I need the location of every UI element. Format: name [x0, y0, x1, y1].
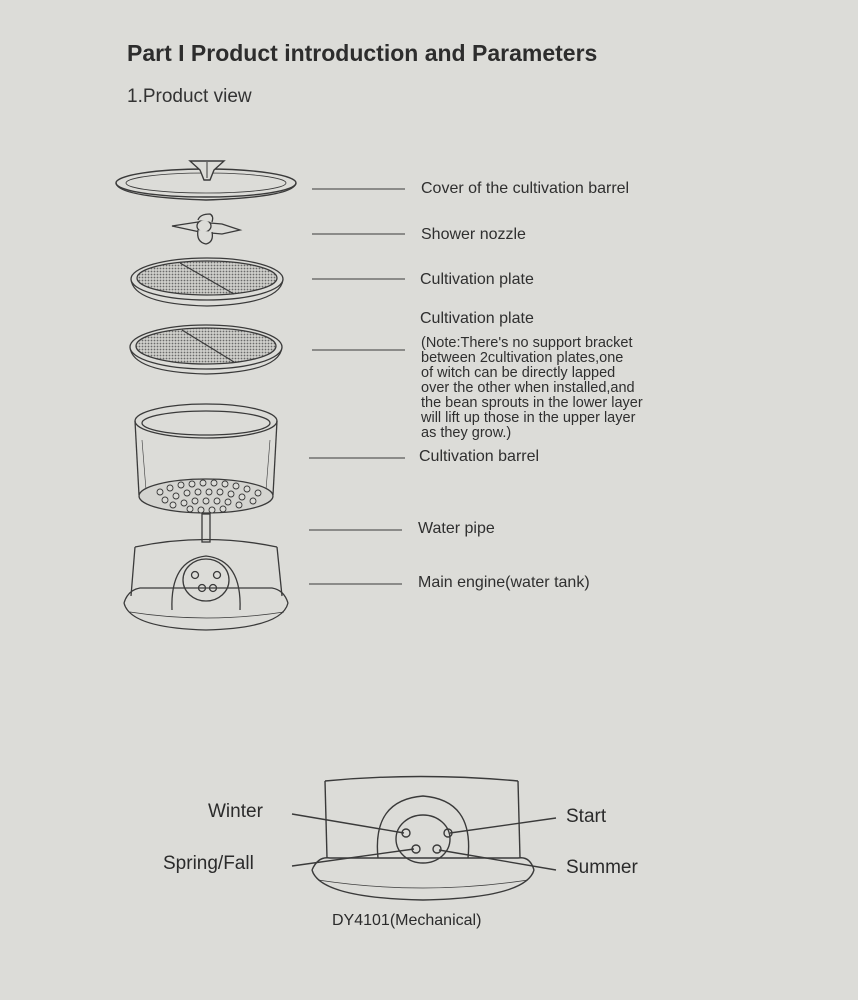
label-start: Start [566, 806, 607, 827]
note-line: of witch can be directly lapped [421, 365, 616, 381]
page-title: Part I Product introduction and Paramete… [127, 40, 598, 66]
note-line: the bean sprouts in the lower layer [421, 395, 643, 411]
note-line: (Note:There's no support bracket [421, 335, 633, 351]
control-panel-drawing [291, 775, 557, 901]
note-line: between 2cultivation plates,one [421, 350, 624, 366]
cover-drawing [115, 160, 297, 201]
label-cover: Cover of the cultivation barrel [421, 180, 630, 197]
label-cultivation-barrel: Cultivation barrel [419, 448, 540, 465]
section-heading: 1.Product view [127, 86, 252, 107]
leader-lines [309, 188, 405, 585]
pipe-drawing [201, 513, 211, 543]
label-winter: Winter [208, 801, 263, 822]
model-caption: DY4101(Mechanical) [332, 912, 482, 929]
engine-drawing [123, 538, 289, 631]
plate-1-drawing [130, 257, 284, 307]
note-line: will lift up those in the upper layer [421, 410, 636, 426]
label-shower-nozzle: Shower nozzle [421, 226, 526, 243]
label-cultivation-plate-2: Cultivation plate [420, 310, 534, 327]
plate-2-drawing [129, 324, 283, 375]
label-summer: Summer [566, 857, 638, 878]
label-main-engine: Main engine(water tank) [418, 574, 590, 591]
label-cultivation-plate-1: Cultivation plate [420, 271, 534, 288]
label-water-pipe: Water pipe [418, 520, 495, 537]
label-spring-fall: Spring/Fall [163, 853, 254, 874]
note-line: over the other when installed,and [421, 380, 635, 396]
installation-note: (Note:There's no support bracket between… [421, 336, 721, 441]
barrel-drawing [134, 403, 278, 514]
nozzle-drawing [171, 213, 243, 245]
note-line: as they grow.) [421, 425, 512, 441]
